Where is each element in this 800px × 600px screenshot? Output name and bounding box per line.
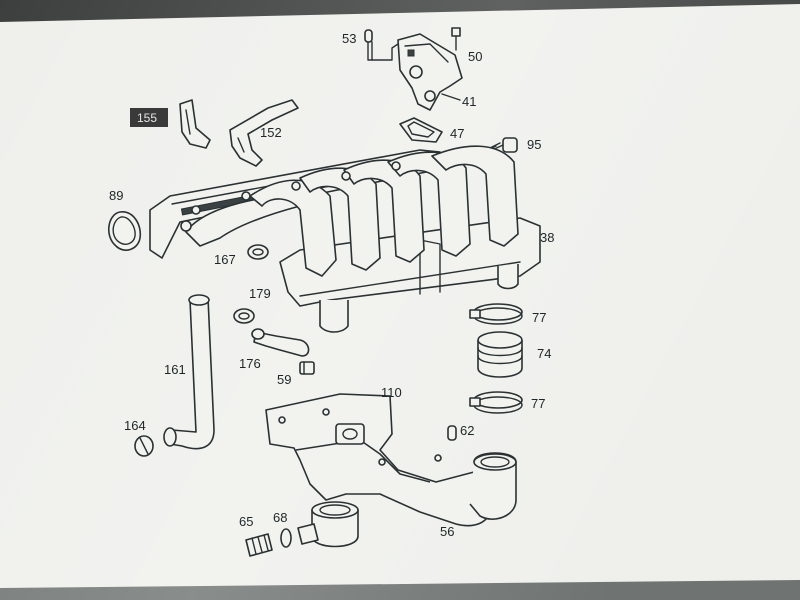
intake-manifold-38 bbox=[149, 145, 541, 333]
callout-65: 65 bbox=[239, 514, 253, 529]
callout-38: 38 bbox=[540, 230, 554, 245]
callout-155: 155 bbox=[137, 111, 157, 125]
callout-77b: 77 bbox=[531, 396, 545, 411]
clamp-179 bbox=[233, 308, 255, 324]
callout-176: 176 bbox=[239, 356, 261, 371]
callout-152: 152 bbox=[260, 125, 282, 140]
fitting-65 bbox=[245, 533, 273, 557]
stud-pipe-65 bbox=[297, 523, 319, 545]
bracket-41 bbox=[397, 33, 463, 111]
callout-50: 50 bbox=[468, 49, 482, 64]
callout-47: 47 bbox=[450, 126, 464, 141]
gasket-47 bbox=[399, 117, 443, 143]
nut-59 bbox=[299, 361, 315, 375]
callout-53: 53 bbox=[342, 31, 356, 46]
callout-110: 110 bbox=[381, 385, 402, 400]
washer-68 bbox=[280, 528, 292, 548]
sleeve-74 bbox=[477, 331, 523, 378]
callout-59: 59 bbox=[277, 372, 291, 387]
intake-pipe-56 bbox=[265, 393, 517, 548]
bracket-152 bbox=[229, 99, 299, 167]
leader-lines bbox=[371, 41, 461, 101]
callout-89: 89 bbox=[109, 188, 123, 203]
clamp-167 bbox=[247, 244, 269, 260]
callout-161: 161 bbox=[164, 362, 186, 377]
callout-77a: 77 bbox=[532, 310, 546, 325]
bolt-50 bbox=[451, 27, 461, 51]
clamp-164 bbox=[134, 435, 154, 457]
callout-155-highlight bbox=[130, 108, 168, 127]
callout-95: 95 bbox=[527, 137, 541, 152]
callout-labels: 53 50 41 155 152 47 95 89 38 167 179 77 74 176 161 59 11… bbox=[109, 31, 554, 539]
callout-62: 62 bbox=[460, 423, 474, 438]
callout-179: 179 bbox=[249, 286, 271, 301]
clamp-77-lower bbox=[469, 391, 523, 414]
callout-56: 56 bbox=[440, 524, 454, 539]
bracket-155 bbox=[179, 99, 211, 149]
hose-161 bbox=[163, 294, 215, 450]
callout-68: 68 bbox=[273, 510, 287, 525]
callout-41: 41 bbox=[462, 94, 476, 109]
clamp-77-upper bbox=[469, 303, 523, 325]
gasket-89 bbox=[108, 211, 142, 251]
callout-167: 167 bbox=[214, 252, 236, 267]
pin-62 bbox=[447, 425, 457, 441]
clip-53 bbox=[364, 29, 399, 61]
callout-164: 164 bbox=[124, 418, 146, 433]
callout-74: 74 bbox=[537, 346, 551, 361]
hose-176 bbox=[251, 328, 310, 357]
